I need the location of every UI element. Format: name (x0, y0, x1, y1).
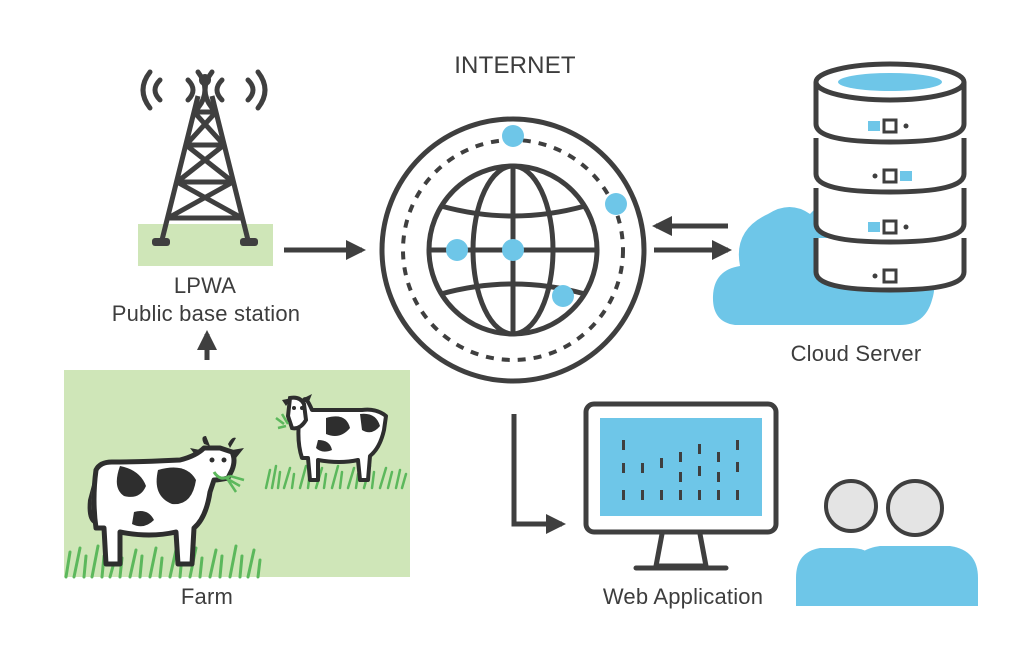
cow-large-icon (87, 436, 245, 567)
cow-small-icon (275, 394, 388, 482)
globe-icon (379, 116, 647, 384)
users-icon (796, 479, 978, 606)
web-application-label: Web Application (602, 584, 764, 609)
cloud-server-label: Cloud Server (790, 341, 922, 366)
station-label-line1: LPWA (173, 273, 237, 298)
monitor-icon (583, 401, 779, 571)
farm-label: Farm (180, 584, 234, 609)
farm-illustration (64, 370, 410, 579)
tower-icon (138, 69, 273, 266)
cloud-server-icon (712, 61, 967, 325)
bidirectional-arrow-icon (652, 216, 732, 260)
station-label-line2: Public base station (111, 301, 301, 326)
internet-label: INTERNET (454, 52, 576, 79)
elbow-arrow-icon (511, 414, 566, 534)
